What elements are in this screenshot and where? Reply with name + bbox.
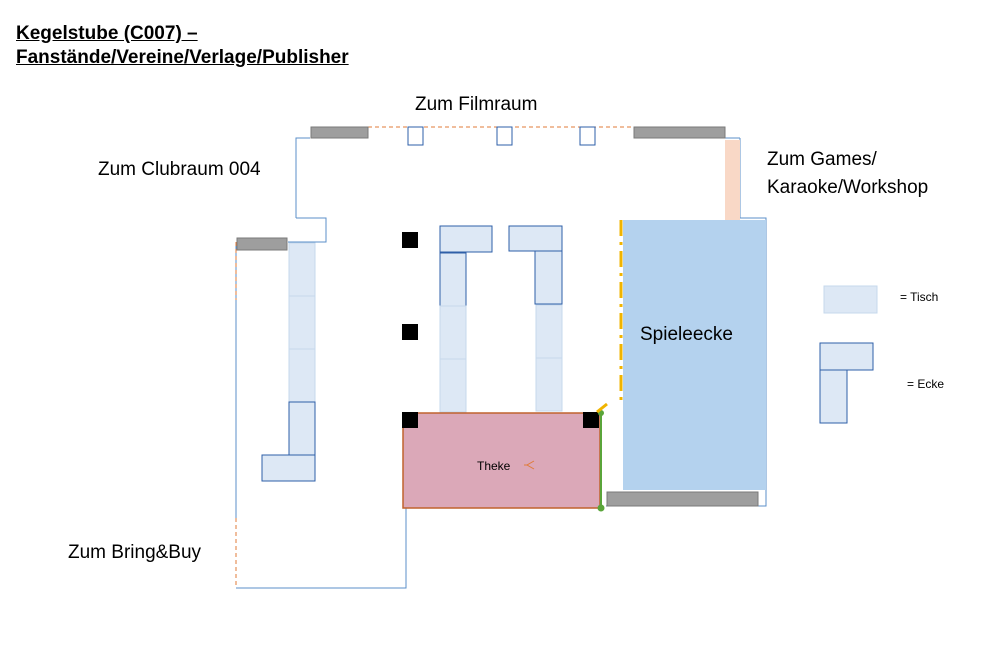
corner-mid-right-horizontal (508, 225, 563, 252)
label-bringbuy: Zum Bring&Buy (68, 542, 202, 563)
middle-right-column (508, 225, 563, 412)
legend-tisch-label: = Tisch (900, 290, 939, 304)
title-line-1: Kegelstube (C007) – (16, 23, 198, 44)
legend-tisch-swatch (823, 285, 878, 314)
middle-left-column (439, 225, 493, 413)
label-theke: Theke (477, 459, 511, 473)
pillar-1 (402, 232, 418, 248)
label-spieleecke: Spieleecke (640, 324, 733, 345)
table-left-1 (288, 242, 316, 297)
bar-yellow-tick (596, 402, 608, 414)
bar-counter (402, 412, 601, 509)
legend-ecke-label: = Ecke (907, 377, 945, 391)
pillar-2 (402, 324, 418, 340)
title-line-2: Fanstände/Vereine/Verlage/Publisher (16, 47, 349, 68)
legend-ecke-vertical (819, 369, 848, 424)
wall-top-left (295, 137, 310, 218)
window-2 (496, 126, 513, 146)
bar-pillar-left (402, 412, 418, 428)
table-left-2 (288, 295, 316, 350)
wall-clubraum-notch (288, 217, 327, 243)
table-mid-left-1 (439, 305, 467, 360)
plan-title: Kegelstube (C007) – Fanstände/Vereine/Ve… (16, 22, 349, 70)
bench-top-left (310, 126, 369, 139)
left-table-column (288, 242, 316, 403)
pillars (402, 232, 418, 340)
corner-mid-right-vertical (534, 250, 563, 305)
bench-bottom (606, 491, 759, 507)
corner-mid-left-vertical (439, 252, 467, 307)
label-filmraum: Zum Filmraum (415, 94, 538, 115)
play-area (623, 220, 766, 490)
bar-marker-icon (524, 460, 535, 470)
window-1 (407, 126, 424, 146)
legend-ecke-horizontal (819, 342, 874, 371)
bar-green-dot-bottom (597, 504, 605, 512)
wall-bottom-left (236, 507, 600, 589)
door-games (725, 140, 740, 220)
table-mid-right-2 (535, 357, 563, 412)
table-left-3 (288, 348, 316, 403)
left-corner (261, 401, 316, 482)
bench-left (236, 237, 288, 251)
corner-mid-left-horizontal (439, 225, 493, 253)
window-3 (579, 126, 596, 146)
corner-left-vertical (288, 401, 316, 456)
benches (236, 126, 759, 507)
bench-top-right (633, 126, 726, 139)
bar-pillar-right (583, 412, 599, 428)
corner-left-horizontal (261, 454, 316, 482)
label-games-2: Karaoke/Workshop (767, 177, 929, 198)
table-mid-left-2 (439, 358, 467, 413)
table-mid-right-1 (535, 304, 563, 359)
label-games-1: Zum Games/ (767, 149, 877, 170)
top-windows (407, 126, 596, 146)
label-clubraum: Zum Clubraum 004 (98, 159, 261, 180)
